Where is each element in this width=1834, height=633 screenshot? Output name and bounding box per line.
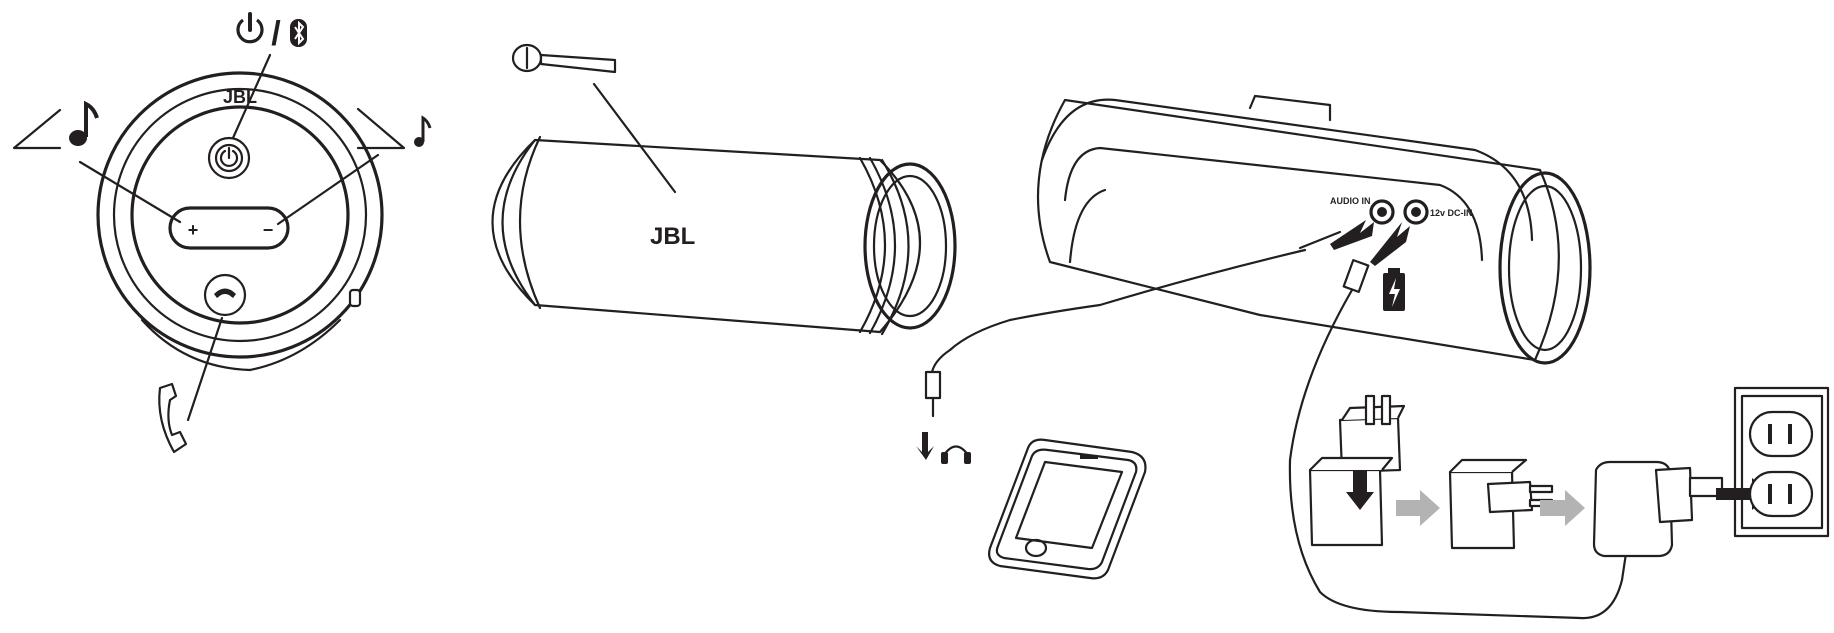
power-icon [219, 149, 239, 168]
arrow-icon [1330, 220, 1374, 250]
control-panel-outer-ring [96, 71, 384, 359]
brand-logo-front: JBL [650, 223, 695, 250]
control-panel-base [140, 318, 342, 372]
arrow-icon [1346, 470, 1374, 510]
speaker-front-end-cap [863, 162, 957, 330]
volume-up-button[interactable]: − [263, 220, 274, 240]
audio-plug-top [1298, 230, 1342, 250]
control-panel-face [130, 105, 350, 325]
phone-icon [214, 288, 236, 298]
control-panel: JBL + − / [12, 12, 432, 454]
power-plug-icon [1448, 458, 1554, 550]
dc-in-label: 12v DC-IN [1430, 208, 1473, 218]
dc-cable [1288, 288, 1630, 620]
phone-handset-icon [158, 382, 188, 454]
audio-in-port [1369, 199, 1395, 225]
wall-outlet-icon [1733, 386, 1830, 538]
audio-cable [930, 248, 1307, 374]
power-icon [236, 12, 264, 44]
microphone-icon [511, 43, 617, 74]
callout-line-power [231, 53, 272, 140]
volume-up-icon [356, 107, 432, 150]
volume-down-icon [12, 100, 99, 150]
speaker-back: AUDIO IN 12v DC-IN [916, 94, 1630, 620]
speaker-front: JBL [491, 43, 957, 336]
callout-line-phone [186, 316, 224, 422]
volume-down-button[interactable]: + [188, 220, 199, 240]
dc-in-port [1403, 199, 1429, 225]
dc-plug [1342, 259, 1370, 293]
volume-rocker[interactable]: + − [168, 206, 290, 250]
audio-in-label: AUDIO IN [1330, 196, 1371, 206]
charger-assembly [1308, 386, 1830, 558]
play-pause-icon [84, 100, 99, 137]
arrow-icon [1370, 222, 1410, 266]
battery-charge-icon [1383, 268, 1405, 311]
power-plug-icon [1308, 394, 1406, 547]
callout-line-volume-down [78, 160, 182, 224]
phone-button[interactable] [203, 273, 247, 317]
bluetooth-icon [290, 19, 307, 47]
arrow-icon [916, 432, 934, 460]
arrow-icon [1540, 490, 1585, 526]
audio-plug-bottom [924, 370, 942, 400]
callout-line-volume-up [276, 153, 380, 226]
slash-separator: / [271, 15, 281, 53]
power-plug-icon [1592, 460, 1724, 558]
callout-line-microphone [592, 82, 677, 194]
speaker-back-end-cap [1498, 171, 1592, 365]
control-panel-inner-ring [112, 87, 368, 343]
headphone-icon [941, 445, 971, 464]
power-button[interactable] [207, 136, 251, 180]
smartphone [988, 438, 1147, 580]
arrow-icon [1396, 490, 1440, 526]
speaker-back-body [1036, 98, 1560, 362]
lanyard-loop [348, 288, 362, 308]
speaker-front-body [491, 138, 921, 334]
